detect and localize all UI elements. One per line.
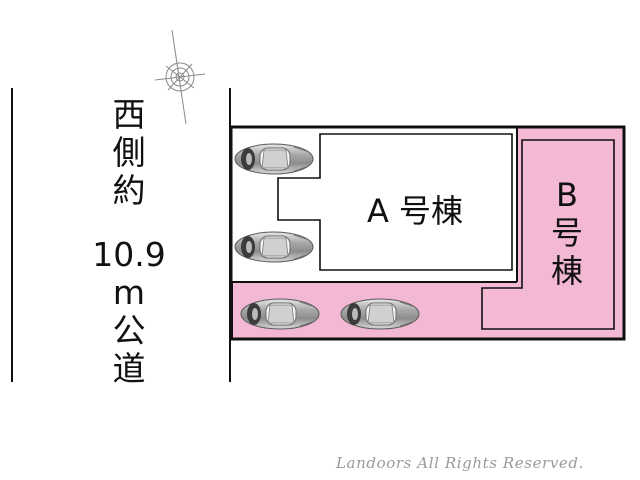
road-width-unit: m [112,273,146,312]
car-icon [234,231,314,263]
building-b [481,139,615,330]
lot-a-label: A 号棟 [366,192,464,230]
watermark: Landoors All Rights Reserved. [336,454,584,472]
road-width-value: 10.9 [92,235,166,274]
lot-b-char: 棟 [550,252,583,290]
road-label-line: 約 [112,171,146,210]
building-a [277,133,513,271]
road-label-line: 側 [112,133,146,172]
road-label-line: 公 [112,311,146,350]
road-label-line: 道 [112,349,146,388]
car-icon [234,143,314,175]
road-label-line: 西 [112,95,146,134]
lot-b-label: B 号 棟 [540,176,594,290]
car-icon [240,298,320,330]
road-label: 西 側 約 10.9 m 公 道 [74,96,184,388]
lot-b-letter: B [556,176,578,214]
compass-icon [154,29,206,125]
car-icon [340,298,420,330]
lot-b-char: 号 [550,214,583,252]
lot-boundary-outline [229,125,626,341]
